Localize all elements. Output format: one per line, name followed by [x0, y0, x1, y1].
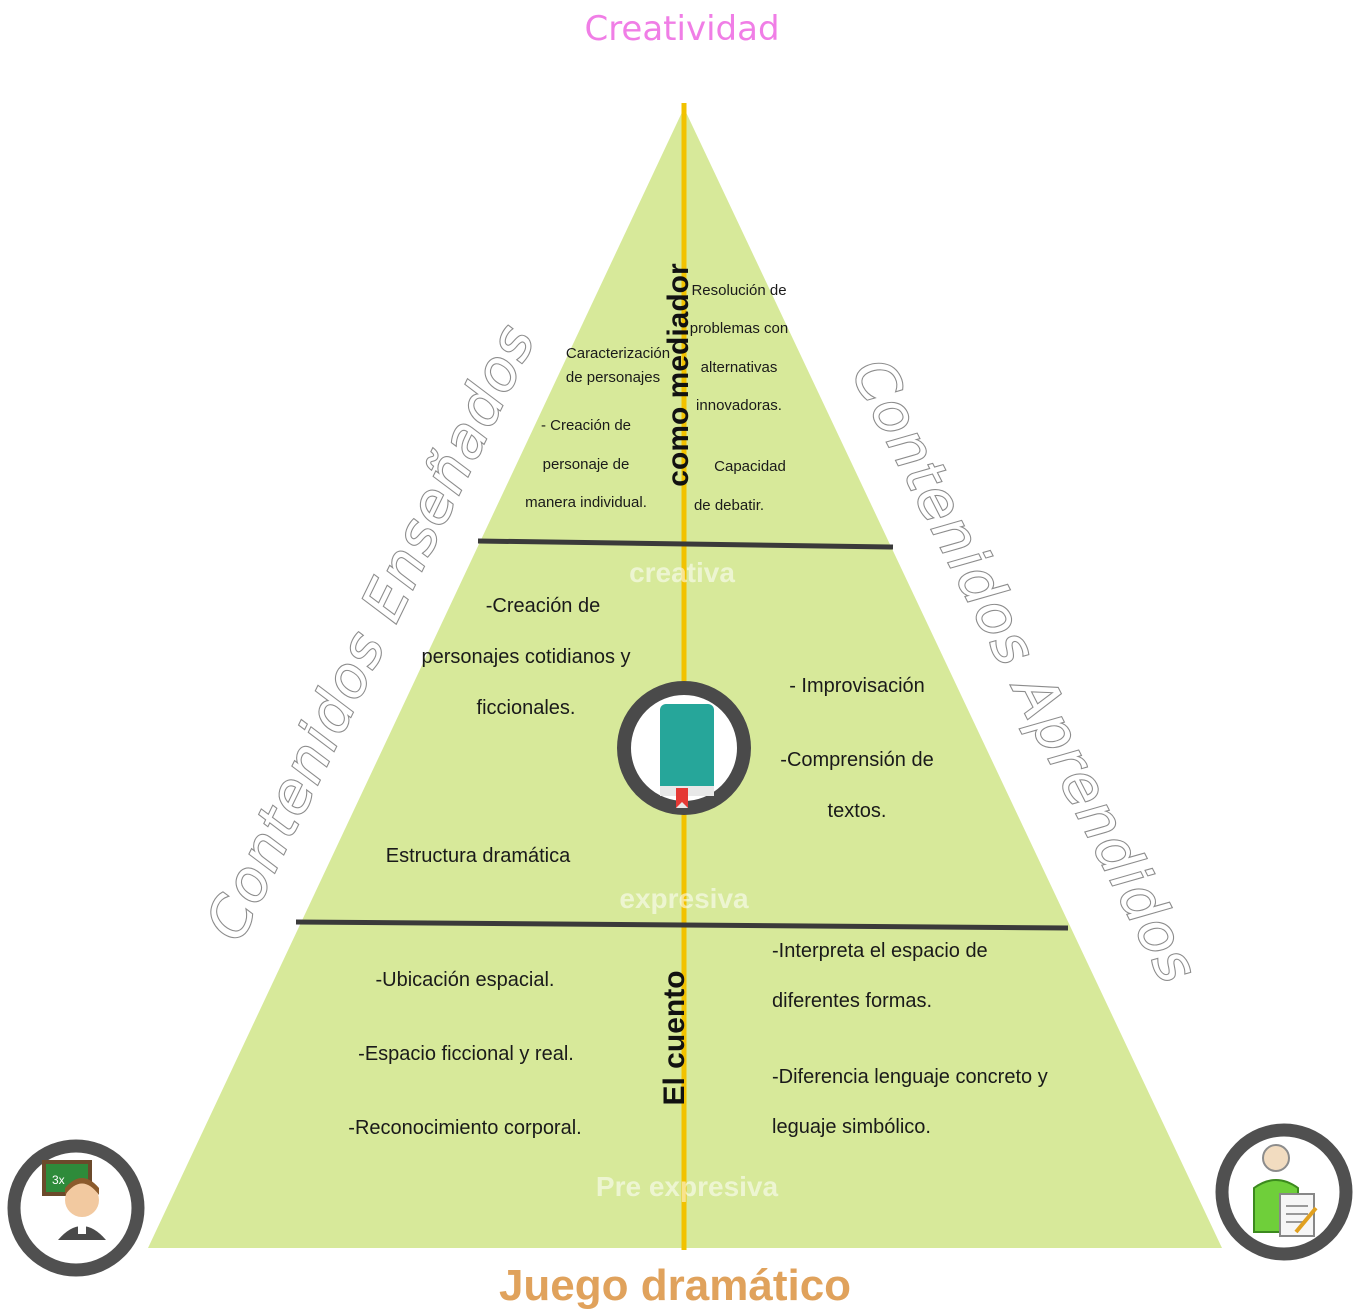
student-icon — [1215, 1123, 1353, 1261]
bottom-right-item2-line2: leguaje simbólico. — [772, 1116, 931, 1138]
middle-right-item1: - Improvisación — [789, 675, 925, 697]
tier-label-creativa: creativa — [629, 557, 735, 588]
bottom-right-item2-line1: -Diferencia lenguaje concreto y — [772, 1066, 1048, 1088]
bottom-left-item3: -Reconocimiento corporal. — [348, 1117, 581, 1139]
book-icon — [617, 681, 751, 815]
tier-divider-bottom — [295, 919, 1069, 931]
top-right-item2-line1: Capacidad — [714, 458, 786, 475]
middle-left-item1-line3: ficcionales. — [477, 697, 576, 719]
top-left-item1-line2: de personajes — [566, 369, 660, 386]
bottom-left-item1: -Ubicación espacial. — [376, 969, 555, 991]
top-left-item2-line1: - Creación de — [541, 417, 631, 434]
top-right-item1-line3: alternativas — [701, 359, 778, 376]
teacher-icon: 3x — [7, 1139, 145, 1277]
tier-label-pre-expresiva: Pre expresiva — [596, 1171, 779, 1202]
bottom-right-item1-line2: diferentes formas. — [772, 990, 932, 1012]
middle-left-item1-line1: -Creación de — [486, 595, 601, 617]
top-left-item1-line1: Caracterización — [566, 345, 670, 362]
top-right-item1-line2: problemas con — [690, 320, 788, 337]
bottom-right-item1-line1: -Interpreta el espacio de — [772, 940, 988, 962]
vertical-label-como-mediador: como mediador — [662, 263, 695, 487]
top-right-item2-line2: de debatir. — [694, 497, 764, 514]
svg-text:3x: 3x — [52, 1173, 65, 1187]
diagram-title-bottom: Juego dramático — [499, 1261, 851, 1310]
middle-left-item2: Estructura dramática — [386, 845, 571, 867]
top-right-item1-line4: innovadoras. — [696, 397, 782, 414]
diagram-title-top: Creatividad — [584, 9, 779, 49]
tier-label-expresiva: expresiva — [619, 883, 749, 914]
tier-divider-top — [477, 538, 894, 550]
middle-right-item2-line2: textos. — [828, 800, 887, 822]
top-right-item1-line1: Resolución de — [691, 282, 786, 299]
middle-right-item2-line1: -Comprensión de — [780, 749, 933, 771]
bottom-left-item2: -Espacio ficcional y real. — [358, 1043, 574, 1065]
top-left-item2-line2: personaje de — [543, 456, 630, 473]
vertical-label-el-cuento: El cuento — [658, 970, 691, 1105]
middle-left-item1-line2: personajes cotidianos y — [421, 646, 630, 668]
top-left-item2-line3: manera individual. — [525, 494, 647, 511]
